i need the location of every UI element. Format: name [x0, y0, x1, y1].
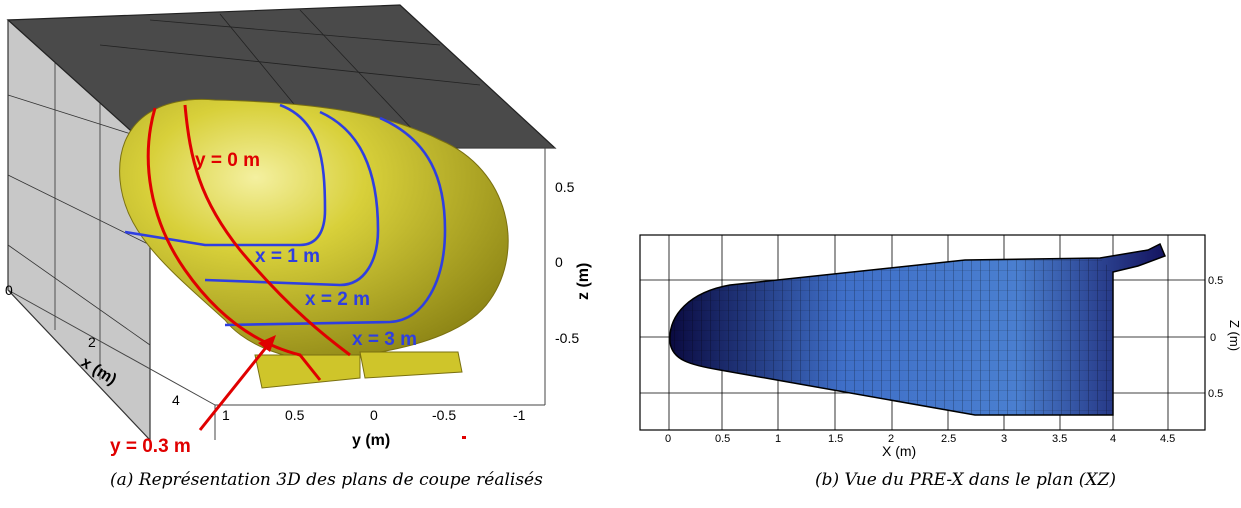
x-tick-label: 3	[1001, 433, 1007, 445]
caption-figure-a: (a) Représentation 3D des plans de coupe…	[110, 470, 543, 490]
caption-figure-b: (b) Vue du PRE-X dans le plan (XZ)	[815, 470, 1116, 490]
y-axis-label: y (m)	[352, 432, 390, 449]
annotation-x3: x = 3 m	[352, 329, 417, 350]
x-tick-label: 2	[88, 334, 96, 350]
z-tick-label: -0.5	[555, 330, 579, 346]
annotation-x1: x = 1 m	[255, 246, 320, 267]
x-tick-label: 0.5	[715, 433, 730, 445]
z-axis-label: Z (m)	[1227, 320, 1241, 351]
z-tick-label: 0.5	[1208, 388, 1223, 400]
x-tick-label: 4.5	[1160, 433, 1175, 445]
z-tick-label: 0.5	[1208, 275, 1223, 287]
vehicle-fin	[254, 354, 361, 389]
x-tick-label: 0	[5, 282, 13, 298]
x-tick-label: 4	[172, 392, 180, 408]
pre-x-mesh	[669, 258, 1113, 415]
x-tick-label: 1.5	[828, 433, 843, 445]
x-tick-labels: 0 0.5 1 1.5 2 2.5 3 3.5 4 4.5	[665, 433, 1175, 445]
z-tick-label: 0	[555, 254, 563, 270]
z-tick-labels: 0.5 0 0.5	[1208, 275, 1223, 400]
x-tick-label: 4	[1110, 433, 1116, 445]
x-tick-label: 2.5	[941, 433, 956, 445]
y-tick-label: 1	[222, 407, 230, 423]
z-axis-label: z (m)	[575, 263, 592, 300]
x-cut-lines	[124, 103, 447, 327]
y-tick-label: 0	[370, 407, 378, 423]
figure-a-3d-view: y = 0 m x = 1 m x = 2 m x = 3 m y = 0.3 …	[5, 4, 592, 457]
figure-b-xz-view: 0 0.5 1 1.5 2 2.5 3 3.5 4 4.5 X (m) 0.5 …	[639, 234, 1241, 459]
z-tick-label: 0.5	[555, 179, 575, 195]
y-tick-label: -0.5	[432, 407, 456, 423]
vehicle-body	[119, 98, 509, 361]
z-tick-label: 0	[1210, 332, 1216, 344]
vehicle-fin	[359, 351, 463, 379]
x-axis-label: X (m)	[882, 443, 916, 459]
y-tick-label: -1	[513, 407, 526, 423]
x-tick-label: 0	[665, 433, 671, 445]
x-tick-label: 3.5	[1052, 433, 1067, 445]
red-mark	[462, 436, 466, 439]
y-tick-label: 0.5	[285, 407, 305, 423]
x-tick-label: 2	[888, 433, 894, 445]
annotation-y0: y = 0 m	[195, 150, 260, 171]
annotation-y03: y = 0.3 m	[110, 436, 191, 457]
annotation-x2: x = 2 m	[305, 289, 370, 310]
x-tick-label: 1	[775, 433, 781, 445]
arrow-icon	[198, 335, 276, 431]
